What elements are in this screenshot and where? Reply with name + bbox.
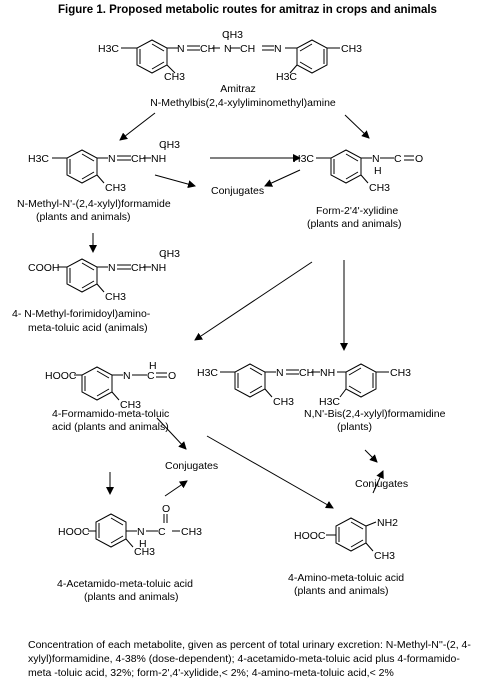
formamide-atom-label: CH3 [159,139,180,151]
amitraz-structure [121,32,340,74]
bisxylyl-atom-label: H3C [319,396,340,408]
amino-atom-label: NH2 [377,517,398,529]
formamido-structure [74,366,167,401]
acetamido-atom-label: CH3 [181,526,202,538]
toluic-atom-label: NH [151,262,166,274]
amino-structure [326,517,377,552]
amitraz-atom-label: CH [200,43,215,55]
xylidine-name: Form-2'4'-xylidine [316,205,399,217]
xylidine-atom-label: N [372,153,380,165]
amitraz-atom-label: CH3 [164,71,185,83]
conjugates-label-2: Conjugates [165,460,219,472]
xylidine-note: (plants and animals) [307,218,402,230]
bisxylyl-name: N,N'-Bis(2,4-xylyl)formamidine [304,408,446,420]
amitraz-atom-label: N [224,43,232,55]
amitraz-atom-label: CH3 [341,43,362,55]
xylidine-atom-label: C [394,153,402,165]
formamide-name: N-Methyl-N'-(2,4-xylyl)formamide [17,198,171,210]
toluic-note: meta-toluic acid (animals) [28,322,148,334]
xylidine-atom-label: H [374,165,382,177]
formamide-structure [52,143,166,184]
bisxylyl-atom-label: CH [299,367,314,379]
bisxylyl-note: (plants) [337,421,373,433]
amitraz-atom-label: CH3 [222,29,243,41]
toluic-structure [58,252,166,293]
toluic-name: 4- N-Methyl-forimidoyl)amino- [12,308,151,320]
xylidine-atom-label: H3C [293,153,314,165]
bisxylyl-atom-label: CH3 [390,367,411,379]
acetamido-atom-label: N [137,526,145,538]
formamido-atom-label: N [123,370,131,382]
bisxylyl-atom-label: CH3 [273,396,294,408]
amitraz-atom-label: CH [240,43,255,55]
acetamido-atom-label: O [162,503,170,515]
formamido-atom-label: CH3 [120,399,141,411]
figure-caption: Concentration of each metabolite, given … [28,639,471,679]
amino-note: (plants and animals) [294,585,389,597]
xylidine-atom-label: O [415,153,423,165]
acetamido-structure [88,513,180,548]
formamido-atom-label: O [168,370,176,382]
amitraz-name: Amitraz [220,83,256,95]
xylidine-atom-label: CH3 [369,182,390,194]
bisxylyl-structure [220,363,389,398]
conjugates-label-1: Conjugates [211,185,265,197]
formamide-atom-label: N [108,153,116,165]
bisxylyl-atom-label: H3C [197,367,218,379]
xylidine-structure [316,149,414,184]
toluic-atom-label: CH3 [159,248,180,260]
acetamido-atom-label: C [158,526,166,538]
formamido-name: 4-Formamido-meta-toluic [52,408,170,420]
toluic-atom-label: COOH [28,262,60,274]
formamido-atom-label: C [147,370,155,382]
formamido-atom-label: HOOC [45,370,77,382]
toluic-atom-label: N [108,262,116,274]
toluic-atom-label: CH [131,262,146,274]
acetamido-atom-label: HOOC [58,526,90,538]
acetamido-atom-label: H [139,538,147,550]
acetamido-name: 4-Acetamido-meta-toluic acid [57,578,193,590]
amitraz-atom-label: N [177,43,185,55]
figure-title: Figure 1. Proposed metabolic routes for … [58,4,437,16]
amitraz-atom-label: H3C [276,71,297,83]
formamide-atom-label: CH3 [105,182,126,194]
conjugates-label-3: Conjugates [355,478,409,490]
acetamido-atom-label: CH3 [134,546,155,558]
amino-atom-label: HOOC [294,530,326,542]
bisxylyl-atom-label: NH [320,367,335,379]
amino-name: 4-Amino-meta-toluic acid [288,572,405,584]
bisxylyl-atom-label: N [276,367,284,379]
amino-atom-label: CH3 [374,550,395,562]
acetamido-note: (plants and animals) [84,591,179,603]
formamide-note: (plants and animals) [36,211,131,223]
amitraz-iupac: N-Methylbis(2,4-xylyliminomethyl)amine [150,97,336,109]
formamide-atom-label: NH [151,153,166,165]
formamide-atom-label: CH [131,153,146,165]
formamide-atom-label: H3C [28,153,49,165]
amitraz-atom-label: H3C [98,43,119,55]
formamido-note: acid (plants and animals) [52,421,169,433]
reaction-arrows [89,112,384,509]
formamido-atom-label: H [149,360,157,372]
amitraz-atom-label: N [274,43,282,55]
toluic-atom-label: CH3 [105,291,126,303]
